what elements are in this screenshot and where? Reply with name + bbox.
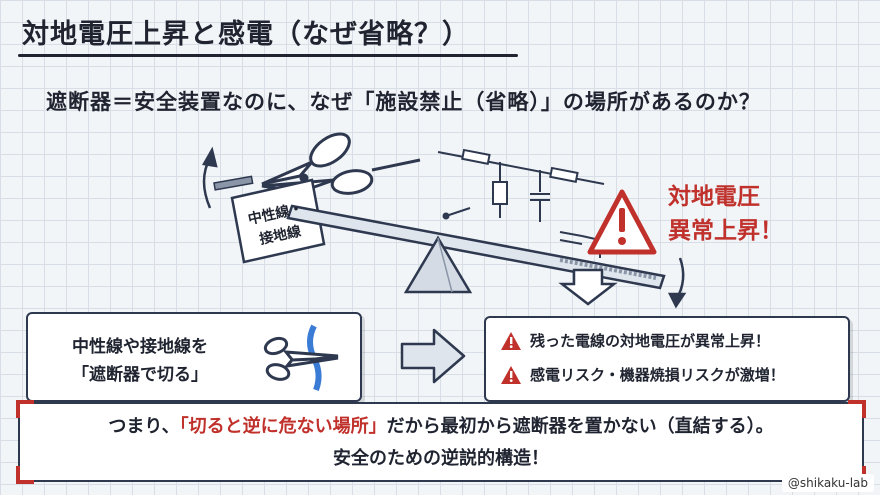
corner-mark [16,466,34,484]
warning-icon [587,189,657,255]
effect-text: 感電リスク・機器焼損リスクが激増！ [530,366,785,384]
fulcrum [403,235,473,294]
circuit-sketch [371,148,605,258]
warning-text: 対地電圧 異常上昇！ [668,180,798,248]
credit-label: @shikaku-lab [781,474,874,492]
cause-line1: 中性線や接地線を [72,337,208,357]
tilt-arrow-icon [202,146,218,209]
conclusion-suffix: だから最初から遮断器を置かない（直結する）。 [386,416,774,437]
seesaw-beam [286,204,666,290]
cause-box: 中性線や接地線を 「遮断器で切る」 [26,312,362,402]
title-underline [18,54,518,57]
conclusion-highlight: 「切ると逆に危ない場所」 [179,416,387,437]
tilt-arrow-right-icon [667,257,687,309]
warning-line1: 対地電圧 [668,184,760,210]
effects-box: 残った電線の対地電圧が異常上昇！ 感電リスク・機器焼損リスクが激増！ [484,316,850,402]
right-arrow-icon [400,328,466,384]
effect-text: 残った電線の対地電圧が異常上昇！ [530,332,771,350]
effect-item: 感電リスク・機器焼損リスクが激増！ [500,364,785,385]
tag-card [230,178,326,264]
question-text: 遮断器＝安全装置なのに、なぜ「施設禁止（省略）」の場所があるのか？ [46,90,761,114]
down-arrow-icon [558,268,618,306]
cause-line2: 「遮断器で切る」 [72,365,208,385]
effect-item: 残った電線の対地電圧が異常上昇！ [500,330,770,351]
warning-line2: 異常上昇！ [668,218,783,244]
corner-mark [848,400,866,418]
conclusion-line1: つまり、「切ると逆に危ない場所」だから最初から遮断器を置かない（直結する）。 [20,412,862,438]
conclusion-box: つまり、「切ると逆に危ない場所」だから最初から遮断器を置かない（直結する）。 安… [16,400,866,484]
warning-icon [501,365,521,384]
warning-icon [501,331,521,350]
page-title: 対地電圧上昇と感電（なぜ省略？） [22,19,470,50]
cut-cable-icon [263,324,339,392]
scissors-icon [261,132,374,195]
cut-wire [213,175,254,191]
conclusion-prefix: つまり、 [108,416,180,437]
conclusion-line2: 安全のための逆説的構造！ [333,448,549,469]
corner-mark [16,400,34,418]
